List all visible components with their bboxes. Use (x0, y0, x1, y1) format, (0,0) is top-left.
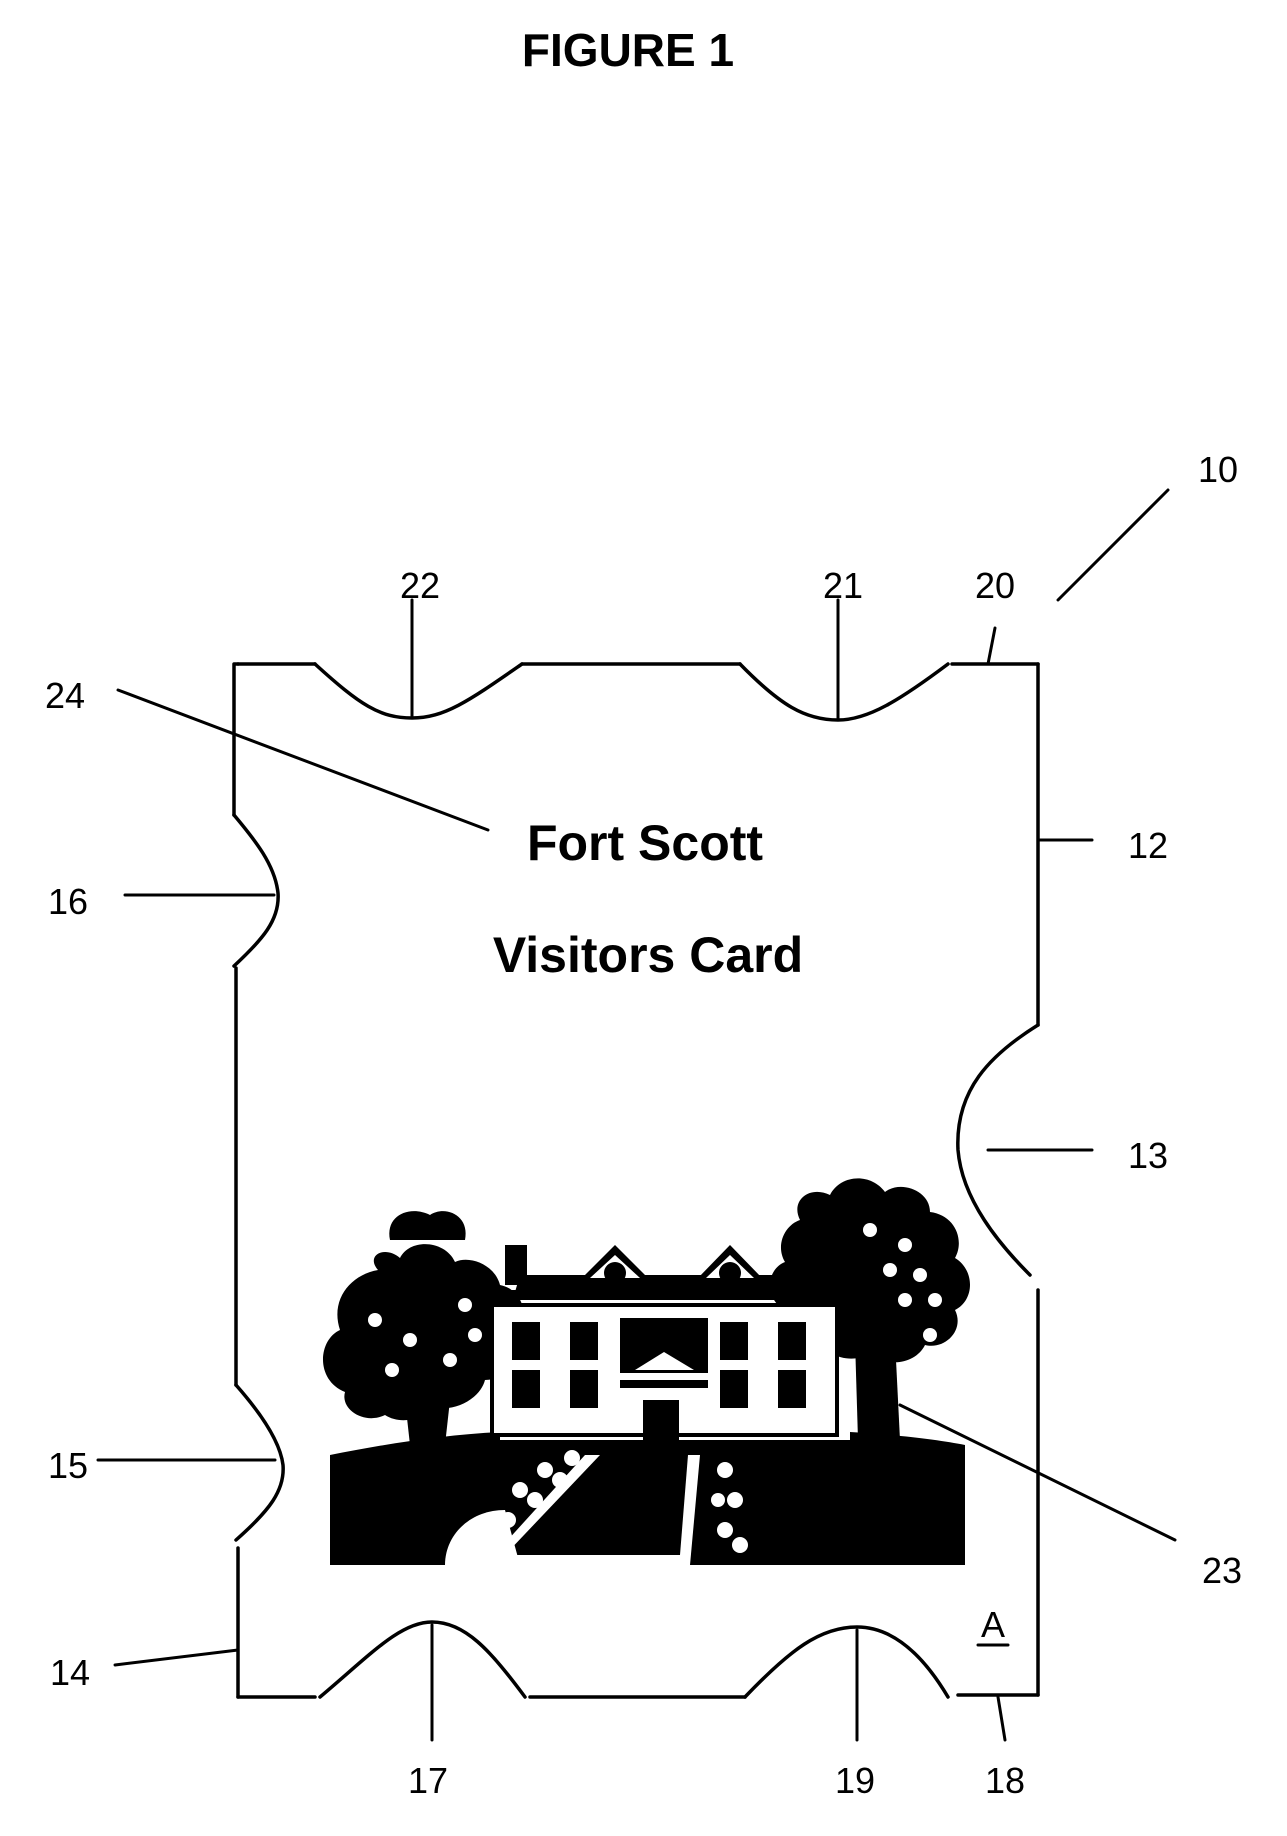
ref-12: 12 (1128, 825, 1168, 866)
notch-16 (234, 815, 278, 966)
house-with-trees-icon (323, 1178, 970, 1565)
notch-17 (320, 1622, 525, 1697)
ref-20: 20 (975, 565, 1015, 606)
notch-19 (745, 1627, 948, 1697)
ref-18: 18 (985, 1760, 1025, 1801)
ref-10: 10 (1198, 449, 1238, 490)
notch-21 (740, 664, 948, 720)
ref-19: 19 (835, 1760, 875, 1801)
card-title-line2: Visitors Card (493, 927, 803, 983)
ref-15: 15 (48, 1445, 88, 1486)
corner-mark-a: A (981, 1604, 1005, 1645)
ref-22: 22 (400, 565, 440, 606)
reference-numerals: 10 20 21 22 24 12 16 13 15 23 14 17 19 1… (45, 449, 1242, 1801)
ref-13: 13 (1128, 1135, 1168, 1176)
ref-16: 16 (48, 881, 88, 922)
ref-23: 23 (1202, 1550, 1242, 1591)
ref-14: 14 (50, 1652, 90, 1693)
card-title-line1: Fort Scott (527, 815, 763, 871)
ref-24: 24 (45, 675, 85, 716)
ref-21: 21 (823, 565, 863, 606)
figure-title: FIGURE 1 (522, 24, 734, 76)
notch-15 (236, 1385, 283, 1540)
ref-17: 17 (408, 1760, 448, 1801)
notch-22 (315, 664, 522, 718)
